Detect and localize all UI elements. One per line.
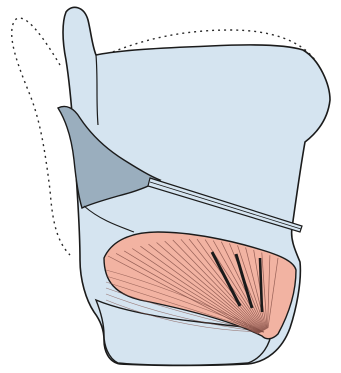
dotted-outline-left <box>12 18 70 255</box>
